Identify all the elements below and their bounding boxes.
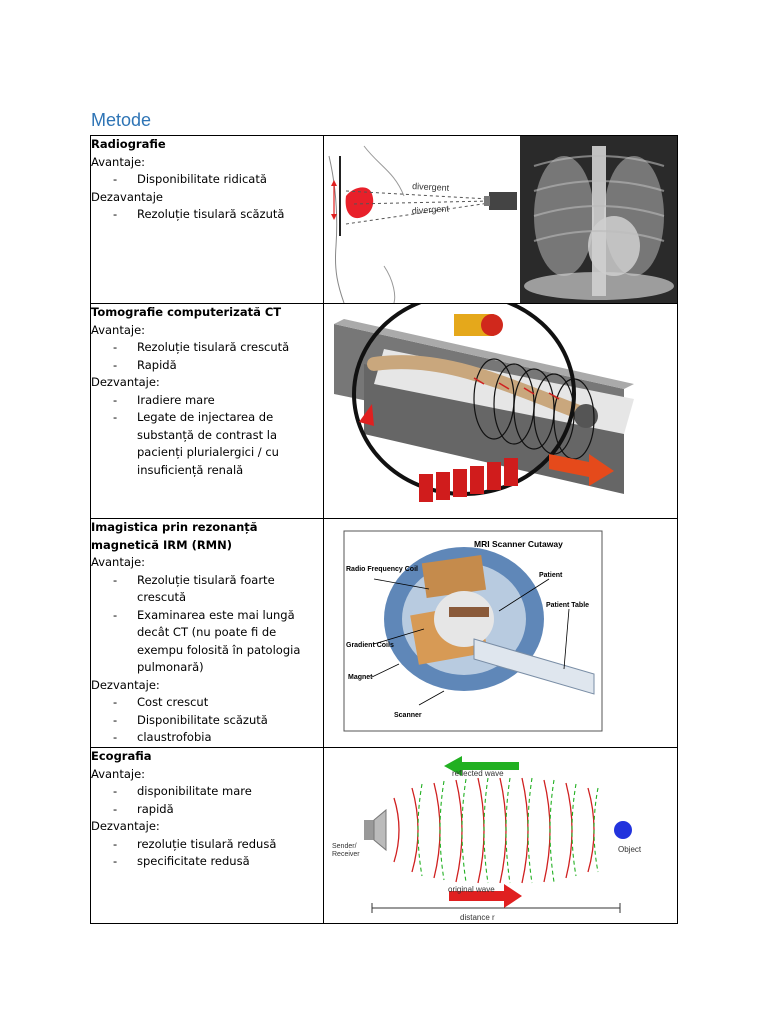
method-image-cell: reflected wave Sender/ Receiver	[323, 747, 678, 924]
disadvantages-label: Dezvantaje:	[91, 375, 160, 389]
method-title: Ecografia	[91, 749, 152, 763]
disadvantages-list: Iradiere mare Legate de injectarea de su…	[91, 392, 323, 480]
method-image-cell: MRI Scanner Cutaway Radio Frequency Coil	[323, 518, 678, 748]
list-item: Rapidă	[113, 357, 323, 375]
list-item: Examinarea este mai lungă decât CT (nu p…	[113, 607, 323, 677]
list-item: rezoluție tisulară redusă	[113, 836, 323, 854]
diagram-label: divergent	[412, 181, 450, 193]
mri-cutaway-illustration: MRI Scanner Cutaway Radio Frequency Coil	[343, 530, 603, 732]
figure-label: Patient Table	[546, 602, 589, 609]
method-title: Radiografie	[91, 137, 166, 151]
list-item: disponibilitate mare	[113, 783, 323, 801]
advantages-label: Avantaje:	[91, 322, 146, 337]
method-text-cell: Radiografie Avantaje: Disponibilitate ri…	[90, 135, 324, 304]
figure-label: Patient	[539, 572, 563, 579]
method-text-cell: Imagistica prin rezonanță magnetică IRM …	[90, 518, 324, 748]
method-text-cell: Ecografia Avantaje: disponibilitate mare…	[90, 747, 324, 924]
ultrasound-wave-diagram: reflected wave Sender/ Receiver	[332, 756, 642, 922]
ct-scanner-illustration	[334, 304, 634, 502]
sender-label: Sender/	[332, 843, 357, 850]
diagram-label: divergent	[411, 203, 449, 216]
figure-title: MRI Scanner Cutaway	[474, 539, 563, 549]
disadvantages-label: Dezvantaje:	[91, 819, 160, 833]
method-title: Tomografie computerizată CT	[91, 305, 282, 319]
method-row-irm: Imagistica prin rezonanță magnetică IRM …	[90, 518, 678, 748]
disadvantages-list: Rezoluție tisulară scăzută	[91, 206, 323, 224]
section-heading: Metode	[91, 110, 152, 130]
disadvantages-list: rezoluție tisulară redusă specificitate …	[91, 836, 323, 871]
x-ray-diagram: divergent divergent	[328, 145, 517, 303]
advantages-label: Avantaje:	[91, 555, 146, 569]
advantages-label: Avantaje:	[91, 154, 146, 169]
list-item: Cost crescut	[113, 694, 323, 712]
method-title: Imagistica prin rezonanță magnetică IRM …	[91, 520, 258, 552]
disadvantages-label: Dezvantaje:	[91, 677, 160, 692]
chest-x-ray-image	[520, 136, 677, 303]
reflected-wave-label: reflected wave	[452, 769, 504, 778]
list-item: rapidă	[113, 801, 323, 819]
list-item: Disponibilitate scăzută	[113, 712, 323, 730]
method-image-cell: divergent divergent	[323, 135, 678, 304]
figure-label: Gradient Coils	[346, 642, 394, 649]
method-row-ecografia: Ecografia Avantaje: disponibilitate mare…	[90, 747, 678, 924]
method-row-radiografie: Radiografie Avantaje: Disponibilitate ri…	[90, 135, 678, 304]
list-item: specificitate redusă	[113, 853, 323, 871]
distance-label: distance r	[460, 913, 495, 922]
figure-label: Scanner	[394, 712, 422, 719]
receiver-label: Receiver	[332, 851, 360, 858]
advantages-list: disponibilitate mare rapidă	[91, 783, 323, 818]
advantages-list: Rezoluție tisulară crescută Rapidă	[91, 339, 323, 374]
original-wave-label: original wave	[448, 885, 495, 894]
list-item: Rezoluție tisulară scăzută	[113, 206, 323, 224]
method-row-ct: Tomografie computerizată CT Avantaje: Re…	[90, 303, 678, 519]
disadvantages-label: Dezavantaje	[91, 189, 163, 204]
advantages-list: Rezoluție tisulară foarte crescută Exami…	[91, 572, 323, 677]
figure-label: Radio Frequency Coil	[346, 566, 418, 573]
list-item: Iradiere mare	[113, 392, 323, 410]
advantages-list: Disponibilitate ridicată	[91, 171, 323, 189]
list-item: Rezoluție tisulară crescută	[113, 339, 323, 357]
methods-table: Radiografie Avantaje: Disponibilitate ri…	[90, 135, 678, 924]
list-item: Legate de injectarea de substanță de con…	[113, 409, 323, 479]
figure-label: Magnet	[348, 674, 373, 681]
list-item: claustrofobia	[113, 729, 323, 747]
advantages-label: Avantaje:	[91, 766, 146, 781]
object-label: Object	[618, 845, 642, 854]
list-item: Disponibilitate ridicată	[113, 171, 323, 189]
disadvantages-list: Cost crescut Disponibilitate scăzută cla…	[91, 694, 323, 747]
method-text-cell: Tomografie computerizată CT Avantaje: Re…	[90, 303, 324, 519]
method-image-cell	[323, 303, 678, 519]
list-item: Rezoluție tisulară foarte crescută	[113, 572, 323, 607]
